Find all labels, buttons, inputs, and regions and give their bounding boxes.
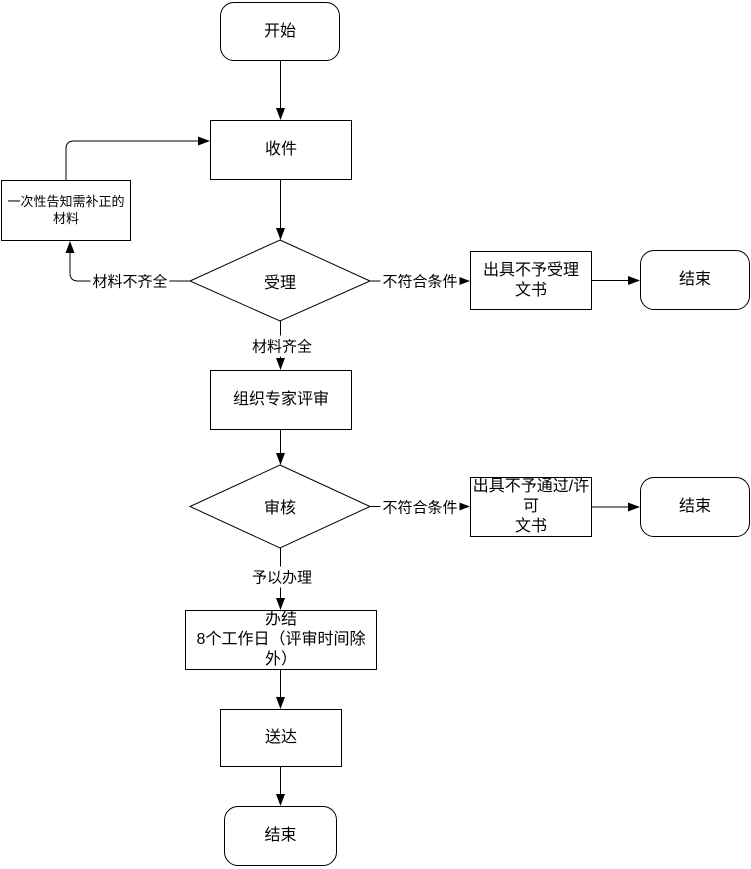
complete-label: 办结 8个工作日（评审时间除 外） [196, 611, 366, 668]
accept-decision-shape [188, 239, 372, 322]
issue-denial-label: 出具不予通过/许可 文书 [472, 478, 590, 535]
start-label: 开始 [263, 22, 296, 40]
edge-label-materials-incomplete: 材料不齐全 [90, 270, 170, 292]
start-node: 开始 [220, 2, 340, 61]
accept-decision-label: 受理 [263, 275, 297, 292]
notify-supplement-label: 一次性告知需补正的 材料 [7, 193, 125, 226]
expert-review-label: 组织专家评审 [232, 391, 329, 408]
receive-node: 收件 [210, 120, 352, 180]
edge-label-not-qualified-audit: 不符合条件 [380, 496, 460, 518]
edge-label-approved: 予以办理 [249, 566, 315, 588]
end-label-3: 结束 [264, 827, 297, 844]
end-label-2: 结束 [678, 498, 711, 515]
end-node-1: 结束 [640, 250, 750, 310]
expert-review-node: 组织专家评审 [210, 370, 352, 430]
audit-decision-label: 审核 [263, 500, 297, 517]
edge-label-materials-complete: 材料齐全 [249, 335, 315, 357]
end-node-2: 结束 [640, 477, 750, 537]
issue-rejection-node: 出具不予受理 文书 [470, 251, 592, 310]
audit-decision-shape [188, 464, 372, 549]
connector-notify-receive [65, 136, 210, 180]
deliver-label: 送达 [264, 729, 297, 746]
issue-rejection-label: 出具不予受理 文书 [482, 261, 579, 299]
receive-label: 收件 [264, 141, 297, 158]
end-label-1: 结束 [678, 271, 711, 288]
deliver-node: 送达 [220, 709, 342, 767]
connector-accept-notify [65, 241, 190, 282]
end-node-3: 结束 [224, 806, 337, 866]
edge-label-not-qualified-accept: 不符合条件 [380, 270, 460, 292]
complete-node: 办结 8个工作日（评审时间除 外） [185, 610, 377, 670]
notify-supplement-node: 一次性告知需补正的 材料 [1, 180, 131, 241]
issue-denial-node: 出具不予通过/许可 文书 [470, 477, 592, 537]
